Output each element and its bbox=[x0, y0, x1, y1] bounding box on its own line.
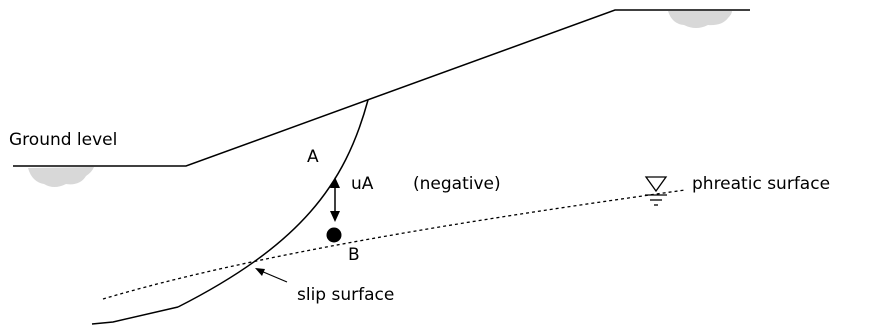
slip-surface-leader bbox=[255, 268, 288, 283]
phreatic-surface-label: phreatic surface bbox=[692, 174, 830, 194]
ground-hatch-right bbox=[668, 11, 732, 28]
vertical-double-arrow bbox=[330, 177, 340, 222]
slip-surface-curve bbox=[177, 99, 369, 308]
point-b-label: B bbox=[348, 245, 360, 265]
phreatic-surface-line bbox=[102, 189, 686, 300]
ground-level-label: Ground level bbox=[9, 130, 117, 150]
toe-ground-line bbox=[91, 306, 179, 325]
ground-hatch-left bbox=[28, 167, 94, 187]
ground-surface-line bbox=[13, 9, 750, 167]
point-b-marker bbox=[326, 227, 342, 243]
negative-label: (negative) bbox=[413, 174, 501, 194]
water-table-icon bbox=[644, 176, 668, 206]
pore-pressure-label: uA bbox=[351, 174, 374, 194]
slip-surface-label: slip surface bbox=[297, 285, 394, 305]
point-a-label: A bbox=[307, 147, 319, 167]
